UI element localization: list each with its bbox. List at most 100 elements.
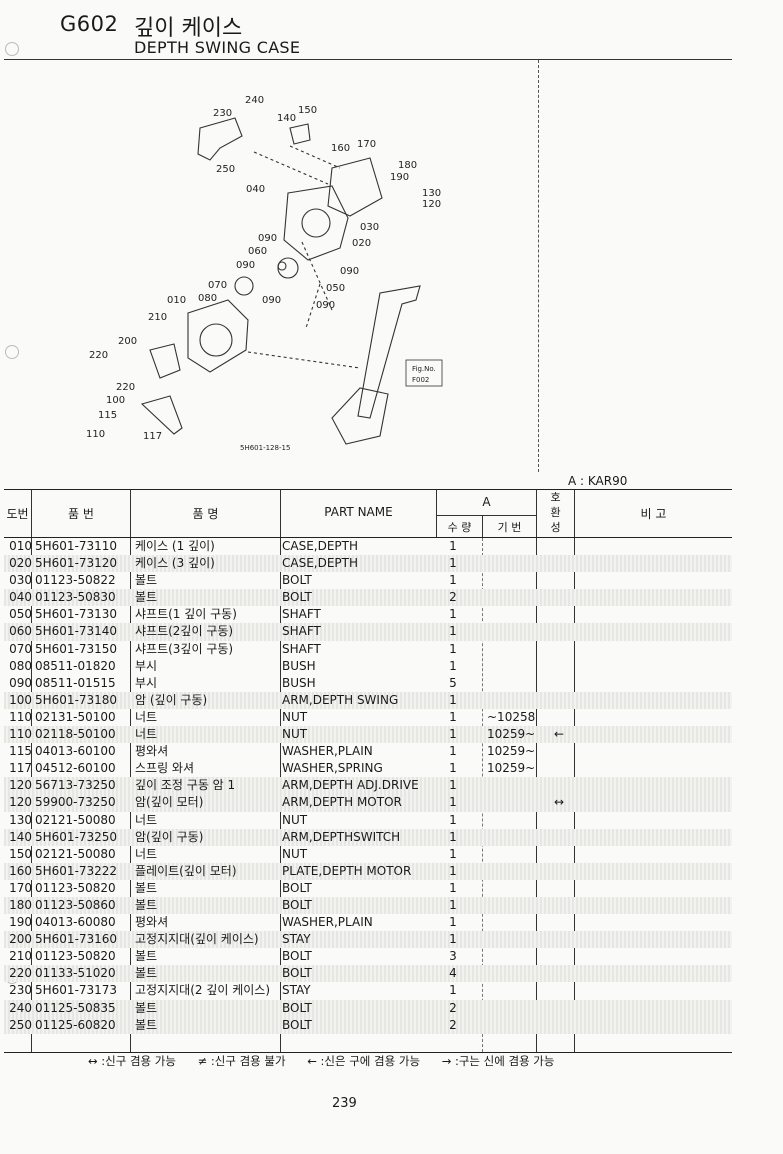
row-qty: 1 [449,778,457,793]
row-qty: 1 [449,915,457,930]
row-ref-no: 250 [9,1017,32,1032]
arm-140 [289,123,311,145]
row-name-ko: 너트 [135,846,158,861]
row-part-name: BOLT [282,949,312,964]
row-part-name: CASE,DEPTH [282,556,359,571]
page-number: 239 [332,1096,357,1111]
row-ref-no: 115 [9,744,32,759]
row-name-ko: 케이스 (1 깊이) [135,539,215,553]
row-part-no: 5H601-73222 [35,863,118,878]
row-part-name: WASHER,PLAIN [282,744,373,759]
row-name-ko: 암(깊이 모터) [135,795,204,810]
row-qty: 1 [449,795,457,810]
svg-text:115: 115 [98,410,117,421]
row-ref-no: 010 [9,539,32,553]
row-part-no: 01123-50860 [35,897,116,912]
row-ref-no: 020 [9,556,32,571]
row-ref-no: 210 [9,949,32,964]
row-ref-no: 160 [9,863,32,878]
col-qty: 수 량 [447,521,472,534]
row-name-ko: 깊이 조정 구동 암 1 [135,778,236,793]
svg-text:040: 040 [246,184,265,195]
row-name-ko: 너트 [135,727,158,742]
row-part-name: BOLT [282,966,312,981]
row-ref-no: 110 [9,709,32,724]
row-ref-no: 230 [9,983,32,998]
row-qty: 4 [449,966,457,981]
row-name-ko: 볼트 [135,949,158,964]
svg-text:100: 100 [106,395,125,406]
legend-item: ← :신은 구에 겸용 가능 [307,1054,421,1068]
svg-text:060: 060 [248,246,267,257]
row-part-no: 01123-50830 [35,590,116,605]
svg-text:230: 230 [213,108,232,119]
row-ref-no: 040 [9,590,32,605]
row-part-name: BOLT [282,897,312,912]
svg-text:250: 250 [216,164,235,175]
col-serial: 기 번 [497,521,522,534]
row-part-no: 08511-01820 [35,658,116,673]
svg-text:140: 140 [277,113,296,124]
row-part-no: 5H601-73120 [35,556,118,571]
row-qty: 1 [449,556,457,571]
svg-text:F002: F002 [412,376,429,384]
row-part-no: 01125-60820 [35,1017,116,1032]
row-part-no: 02121-50080 [35,846,116,861]
row-qty: 3 [449,949,457,964]
svg-text:150: 150 [298,105,317,116]
row-part-name: SHAFT [282,641,321,656]
svg-text:Fig.No.: Fig.No. [412,365,436,373]
row-ref-no: 030 [9,573,32,588]
table-top-rule [4,489,732,490]
row-part-no: 5H601-73140 [35,624,118,639]
svg-text:090: 090 [316,300,335,311]
svg-text:220: 220 [89,350,108,361]
row-name-ko: 스프링 와셔 [135,761,195,776]
row-serial: 10259~ [487,744,536,759]
gear-070 [234,276,254,296]
svg-text:030: 030 [360,222,379,233]
row-part-name: CASE,DEPTH [282,539,359,553]
row-qty: 1 [449,761,457,776]
row-ref-no: 190 [9,915,32,930]
row-qty: 1 [449,744,457,759]
row-serial: 10259~ [487,727,536,742]
row-qty: 1 [449,880,457,895]
row-ref-no: 110 [9,727,32,742]
row-part-name: SHAFT [282,624,321,639]
row-part-no: 01125-50835 [35,1000,116,1015]
row-name-ko: 평와셔 [135,744,169,759]
row-ref-no: 220 [9,966,32,981]
row-part-no: 5H601-73160 [35,932,118,947]
row-ref-no: 117 [9,761,32,776]
header-rule [4,59,732,60]
row-qty: 1 [449,709,457,724]
col-no: 도번 [6,507,29,521]
row-part-no: 5H601-73150 [35,641,118,656]
svg-text:130: 130 [422,188,441,199]
row-qty: 1 [449,539,457,553]
row-qty: 1 [449,829,457,844]
row-ref-no: 180 [9,897,32,912]
col-name-en: PART NAME [324,505,393,519]
row-part-no: 01123-50822 [35,573,116,588]
case-020 [283,185,349,261]
svg-text:090: 090 [340,266,359,277]
svg-text:050: 050 [326,283,345,294]
col-part-no: 품 번 [68,507,94,521]
gear-060 [277,257,299,279]
row-part-name: WASHER,PLAIN [282,915,373,930]
row-name-ko: 볼트 [135,1000,158,1015]
row-ref-no: 070 [9,641,32,656]
model-label: A : KAR90 [568,474,628,488]
row-serial: ~10258 [487,709,536,724]
row-part-no: 5H601-73130 [35,607,118,622]
row-name-ko: 부시 [135,658,158,673]
row-ref-no: 140 [9,829,32,844]
